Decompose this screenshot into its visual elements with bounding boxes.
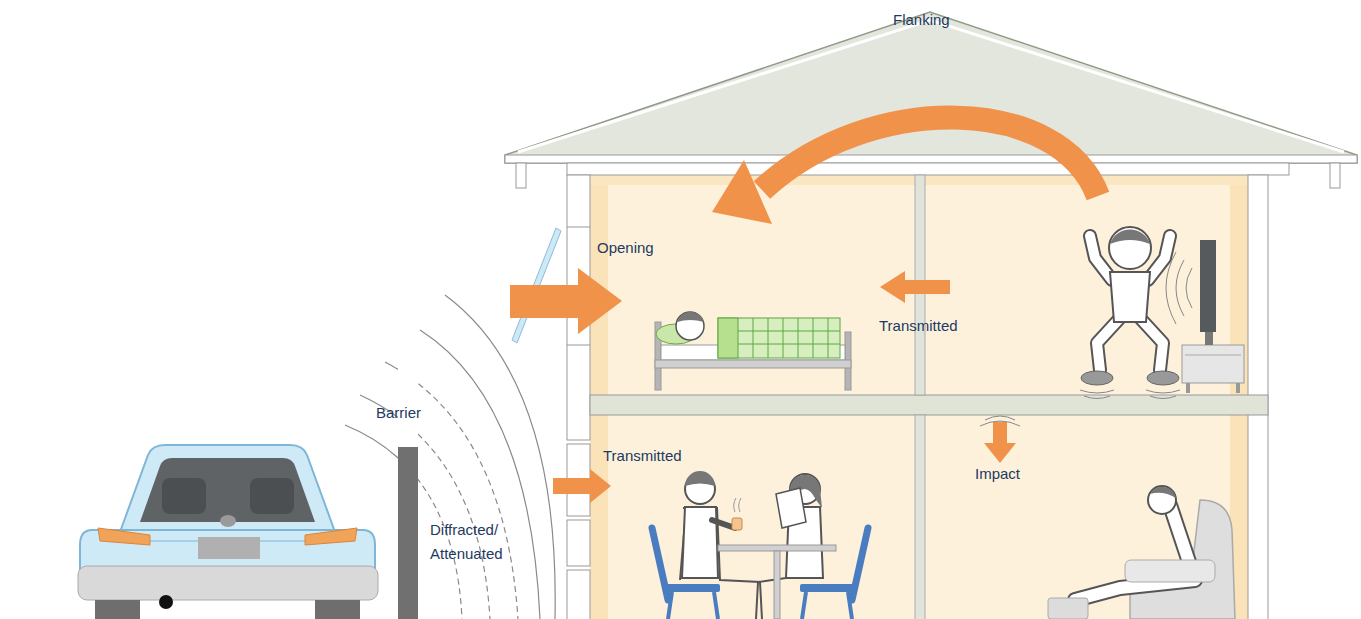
sound-wave (420, 330, 540, 619)
tv-stand-leg (1236, 383, 1240, 393)
tail-light (98, 528, 150, 545)
sleeper-hair (677, 312, 704, 322)
wall-segment (567, 570, 590, 619)
bed-scene (655, 312, 851, 390)
table-top (718, 545, 836, 551)
coffee-cup (732, 518, 742, 530)
sound-wave (418, 362, 518, 619)
exhaust (159, 595, 173, 609)
sound-wave (418, 395, 490, 619)
wall-segment (567, 345, 590, 440)
impact-arrow (984, 422, 1016, 463)
tv-screen (1200, 240, 1216, 332)
car-cabin (120, 445, 335, 532)
car-rear-window (140, 458, 315, 522)
chair-seat (665, 584, 720, 592)
chair-legs (802, 592, 852, 619)
wheel (95, 600, 140, 619)
steam (734, 498, 741, 512)
sound-path-label: Transmitted (879, 316, 958, 335)
car-seat (250, 478, 294, 514)
car-seat (162, 478, 206, 514)
head (1109, 227, 1151, 269)
sound-path-label: Flanking (893, 10, 950, 29)
eave (505, 155, 1357, 163)
tv-stand (1182, 345, 1244, 383)
person-head (1148, 486, 1176, 514)
table-leg (774, 551, 780, 619)
sound-path-label: Transmitted (603, 446, 682, 465)
flanking-arrow (762, 118, 1098, 196)
flanking-arrowhead (712, 160, 772, 224)
person-outline (1075, 505, 1195, 600)
man-hair (685, 471, 715, 486)
sound-path-label: Diffracted/ Attenuated (430, 518, 520, 566)
sound-path-label: Barrier (376, 403, 421, 422)
ceiling-plate (567, 163, 1289, 175)
tail-light (305, 528, 357, 545)
bumper (78, 566, 378, 600)
tv-stand-line (1185, 355, 1241, 356)
torso (1110, 272, 1150, 322)
transmitted-arrow (553, 469, 611, 503)
table-scene (652, 471, 868, 619)
seated-man (680, 508, 762, 619)
armrest (1125, 560, 1215, 582)
fascia (1330, 163, 1340, 188)
jumping-person (1080, 227, 1180, 399)
tv-stand-leg (1186, 383, 1190, 393)
reclining-person (1075, 505, 1195, 600)
wall-segment (567, 175, 590, 227)
television (1166, 240, 1244, 393)
bed-frame (655, 360, 851, 368)
foot (1147, 371, 1179, 385)
sound-wave (445, 295, 555, 619)
blanket-fold (718, 318, 738, 358)
roof (505, 12, 1357, 163)
blanket (718, 318, 840, 358)
license-plate (198, 537, 260, 559)
roof-trim (518, 20, 1344, 152)
impact-waves (980, 416, 1020, 426)
sound-path-arrows (510, 118, 1098, 503)
wheel (315, 600, 360, 619)
footstool (1048, 598, 1088, 619)
woman-legs (756, 578, 786, 619)
blanket-grid (738, 318, 840, 358)
car-logo (220, 515, 236, 527)
tv-neck (1205, 330, 1213, 345)
tv-sound-waves (1166, 252, 1192, 324)
partition-wall (915, 415, 925, 619)
transmitted-arrow (880, 271, 950, 303)
foot (1081, 371, 1113, 385)
person-hair (1150, 487, 1176, 498)
hair (1110, 229, 1150, 244)
chair-seat (800, 584, 855, 592)
car (78, 445, 378, 619)
opening-arrow (510, 268, 622, 334)
wall-segment (567, 520, 590, 566)
sound-wave (385, 362, 398, 619)
fascia (516, 163, 526, 188)
sound-path-label: Opening (597, 238, 654, 257)
armchair-scene (1048, 486, 1235, 619)
newspaper (776, 488, 806, 528)
chair-legs (668, 592, 718, 619)
impact-lines (1080, 390, 1180, 399)
noise-barrier (398, 447, 418, 619)
sound-path-label: Impact (975, 464, 1020, 483)
sleeper-head (676, 312, 704, 340)
